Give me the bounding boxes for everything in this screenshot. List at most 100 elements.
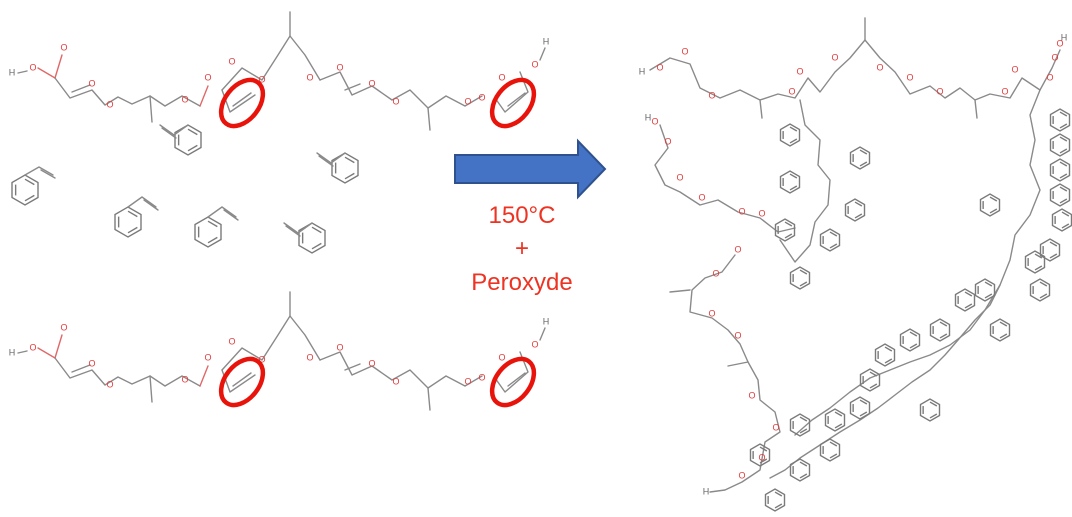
aromatic-double-bond [869,371,878,377]
acid-end-right [494,351,529,393]
aromatic-double-bond [799,269,808,275]
benzene-ring [849,396,871,420]
oxygen-atom-label: O [204,72,211,82]
oxygen-atom-label: O [748,390,755,400]
oxygen-atom-label: O [498,72,505,82]
aromatic-double-bond [1034,265,1043,271]
aromatic-double-bond [984,293,993,299]
oxygen-atom-label: O [181,94,188,104]
oxygen-atom-label: O [368,78,375,88]
benzene-ring [859,368,881,392]
oxygen-atom-label: O [758,452,765,462]
aromatic-double-bond [1059,186,1068,192]
oxygen-atom-label: O [831,52,838,62]
aromatic-double-bond [207,220,218,228]
vinyl-group [316,152,346,164]
oxygen-atom-label: O [29,342,36,352]
aromatic-double-bond [207,236,218,244]
aromatic-double-bond [789,185,798,191]
polystyrene-bridge-2 [769,89,1041,479]
free-styrene-monomers [11,124,359,254]
aromatic-double-bond [1059,198,1068,204]
aromatic-double-bond [989,208,998,214]
vinyl-group [24,166,54,176]
aromatic-double-bond [939,333,948,339]
aromatic-double-bond [964,291,973,297]
product-top-methyl-right [974,99,978,119]
aromatic-double-bond [784,221,793,227]
aromatic-double-bond [964,303,973,309]
hydrogen-atom-label: H [1061,32,1068,42]
benzene-ring [298,222,326,254]
aromatic-double-bond [929,401,938,407]
product-left-methyl [669,289,691,293]
oxygen-atom-label: O [734,330,741,340]
oxygen-atom-label: O [772,422,779,432]
c-o-bond [37,347,56,359]
aromatic-double-bond [1049,253,1058,259]
aromatic-double-bond [884,346,893,352]
maleate-double-bond [71,364,91,373]
highlight-double-bond-top-2 [489,77,537,129]
oxygen-atom-label: O [698,192,705,202]
aromatic-double-bond [759,446,768,452]
vinyl-group [283,222,313,234]
oxygen-atom-label: O [258,74,265,84]
hydrogen-atom-label: H [543,36,550,46]
oxygen-atom-label: O [676,172,683,182]
aromatic-double-bond [789,138,798,144]
aromatic-double-bond [311,226,322,234]
oxygen-atom-label: O [258,354,265,364]
benzene-ring [989,318,1011,342]
benzene-ring [919,398,941,422]
aromatic-double-bond [344,156,355,164]
vinyl-double-bond [161,127,177,139]
benzene-ring [11,174,39,206]
methyl-branch [149,95,153,123]
benzene-ring [114,206,142,238]
oxygen-atom-label: O [392,96,399,106]
oxygen-atom-label: O [336,342,343,352]
reactive-double-bond-right [507,92,526,107]
oxygen-atom-label: O [106,99,113,109]
polystyrene-bridges [769,89,1041,479]
oxygen-atom-label: O [181,374,188,384]
aromatic-double-bond [834,423,843,429]
oxygen-atom-label: O [29,62,36,72]
reactive-double-bond-right [507,372,526,387]
benzene-ring [1029,278,1051,302]
aromatic-double-bond [789,126,798,132]
aromatic-double-bond [1034,253,1043,259]
benzene-ring [779,170,801,194]
benzene-ring [1049,183,1071,207]
aromatic-double-bond [1059,136,1068,142]
aromatic-double-bond [829,453,838,459]
oh-bond [17,70,28,74]
aromatic-double-bond [1059,111,1068,117]
product-left-methyl-2 [727,361,749,367]
benzene-ring [849,146,871,170]
maleate-double-bond-right [344,363,361,371]
aromatic-double-bond [1049,241,1058,247]
oxygen-atom-label: O [106,379,113,389]
hydrogen-atom-label: H [639,66,646,76]
oxygen-atom-label: O [788,86,795,96]
oh-bond-right [539,47,546,61]
oxygen-atom-label: O [531,339,538,349]
vinyl-double-bond [143,199,159,211]
benzene-ring [764,488,786,512]
oxygen-atom-label: O [738,470,745,480]
polystyrene-bridge-1 [779,99,831,263]
aromatic-double-bond [799,461,808,467]
benzene-ring [749,443,771,467]
benzene-ring [824,408,846,432]
oxygen-atom-label: O [734,244,741,254]
oxygen-atom-label: O [306,352,313,362]
reaction-arrow [454,138,607,200]
ester-carbonyl [199,365,209,387]
aromatic-double-bond [884,358,893,364]
aromatic-double-bond [187,144,198,152]
oxygen-atom-label: O [498,352,505,362]
aromatic-double-bond [999,321,1008,327]
